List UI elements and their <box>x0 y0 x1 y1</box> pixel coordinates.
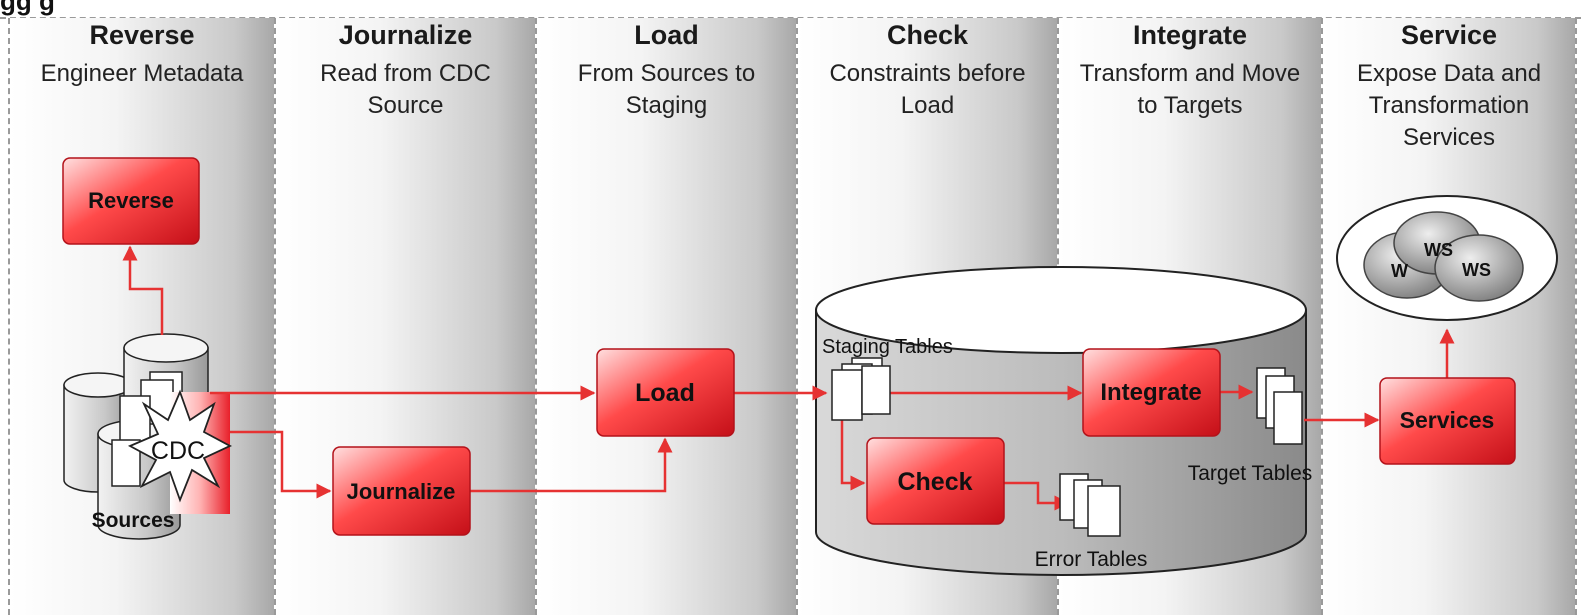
column-subtitle: Transform and Move to Targets <box>1079 60 1301 119</box>
arrow-check-to-errors <box>1004 481 1070 511</box>
journalize-label: Journalize <box>347 479 456 504</box>
column-title: Load <box>634 20 699 50</box>
staging-database-cylinder <box>815 266 1307 576</box>
reverse-box: Reverse <box>62 157 200 245</box>
arrow-cdc-to-journalize <box>230 430 332 499</box>
column-subtitle: Expose Data and Transformation Services <box>1356 60 1542 151</box>
reverse-label: Reverse <box>88 188 174 213</box>
web-service-ball <box>1434 234 1524 302</box>
column-title: Reverse <box>89 20 195 50</box>
cdc-burst <box>127 389 233 503</box>
services-label: Services <box>1400 407 1495 433</box>
cropped-heading: gg g <box>0 0 55 16</box>
arrow-journalize-to-load <box>470 437 673 493</box>
column-title: Service <box>1400 20 1498 50</box>
check-label: Check <box>897 468 972 496</box>
column-subtitle: From Sources to Staging <box>577 60 756 119</box>
integrate-label: Integrate <box>1100 379 1201 406</box>
target-tables-label: Target Tables <box>1188 462 1313 485</box>
column-load: Load From Sources to Staging <box>535 18 796 615</box>
journalize-box: Journalize <box>332 446 471 536</box>
flow-arrows <box>122 245 1455 511</box>
ws-label: W <box>1391 261 1408 281</box>
cdc-label: CDC <box>151 437 205 465</box>
ws-label: WS <box>1462 260 1491 280</box>
column-subtitle: Constraints before Load <box>829 60 1026 119</box>
load-label: Load <box>635 379 695 407</box>
services-box: Services <box>1379 377 1516 465</box>
target-tables-icon <box>1256 367 1303 445</box>
arrow-staging-to-check <box>840 420 866 491</box>
column-subtitle: Engineer Metadata <box>40 60 244 87</box>
error-tables-icon <box>1059 473 1121 537</box>
source-databases: CDC Sources <box>63 333 233 540</box>
staging-tables-icon <box>831 357 891 421</box>
arrow-to-reverse <box>122 245 164 335</box>
column-title: Journalize <box>338 20 473 50</box>
column-title: Integrate <box>1132 20 1248 50</box>
integrate-box: Integrate <box>1082 348 1221 437</box>
check-box: Check <box>866 437 1005 525</box>
web-services-cluster: W WS WS <box>1336 195 1558 321</box>
column-subtitle: Read from CDC Source <box>320 60 491 119</box>
load-box: Load <box>596 348 735 437</box>
column-title: Check <box>886 20 969 50</box>
error-tables-label: Error Tables <box>1035 548 1148 571</box>
sources-label: Sources <box>92 509 175 532</box>
staging-tables-label: Staging Tables <box>822 336 953 358</box>
ws-label: WS <box>1424 240 1453 260</box>
